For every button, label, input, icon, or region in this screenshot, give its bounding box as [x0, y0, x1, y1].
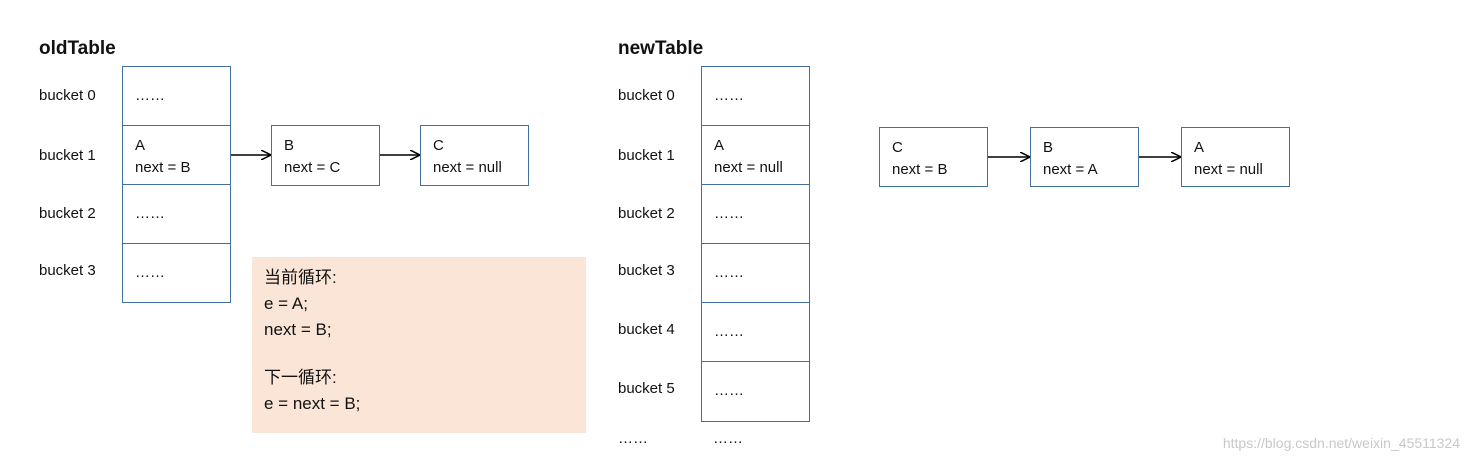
old-bucket-cell-3-text: …… [135, 264, 165, 281]
new-bucket-cell-1-next: next = null [714, 159, 783, 176]
old-chain-node-c: C next = null [420, 125, 529, 186]
new-chain-node-b-key: B [1043, 139, 1054, 156]
new-bucket-cell-1-key: A [714, 137, 725, 154]
old-bucket-cell-1: A next = B [122, 125, 231, 185]
new-bucket-cell-1: A next = null [701, 125, 810, 185]
new-bucket-label-3: bucket 3 [618, 262, 675, 279]
new-bucket-cell-5-text: …… [714, 382, 744, 399]
new-bucket-cell-more: …… [713, 430, 743, 447]
new-bucket-cell-4-text: …… [714, 323, 744, 340]
old-chain-node-c-key: C [433, 137, 444, 154]
note-current-e: e = A; [264, 294, 308, 313]
old-bucket-cell-2-text: …… [135, 205, 165, 222]
new-chain-node-c: C next = B [879, 127, 988, 187]
new-bucket-cell-0-text: …… [714, 87, 744, 104]
new-bucket-label-4: bucket 4 [618, 321, 675, 338]
new-bucket-cell-3: …… [701, 243, 810, 303]
new-bucket-label-more: …… [618, 430, 648, 447]
new-chain-node-a-key: A [1194, 139, 1205, 156]
loop-note: 当前循环: e = A; next = B; 下一循环: e = next = … [252, 257, 586, 433]
old-chain-node-c-next: next = null [433, 159, 502, 176]
old-bucket-label-1: bucket 1 [39, 147, 96, 164]
new-chain-node-c-next: next = B [892, 161, 948, 178]
new-bucket-cell-3-text: …… [714, 264, 744, 281]
old-bucket-cell-3: …… [122, 243, 231, 303]
old-chain-node-b-next: next = C [284, 159, 341, 176]
old-bucket-cell-1-key: A [135, 137, 146, 154]
note-current-next: next = B; [264, 320, 332, 339]
new-bucket-cell-2-text: …… [714, 205, 744, 222]
new-bucket-cell-0: …… [701, 66, 810, 126]
note-current-heading: 当前循环: [264, 268, 337, 287]
new-chain-node-c-key: C [892, 139, 903, 156]
new-bucket-cell-2: …… [701, 184, 810, 244]
old-table-title: oldTable [39, 38, 116, 59]
new-bucket-label-0: bucket 0 [618, 87, 675, 104]
note-next-heading: 下一循环: [264, 368, 337, 387]
new-bucket-label-1: bucket 1 [618, 147, 675, 164]
old-bucket-label-2: bucket 2 [39, 205, 96, 222]
new-chain-node-b: B next = A [1030, 127, 1139, 187]
new-bucket-label-5: bucket 5 [618, 380, 675, 397]
note-next-e: e = next = B; [264, 394, 361, 413]
new-bucket-cell-5: …… [701, 361, 810, 422]
old-chain-node-b-key: B [284, 137, 295, 154]
old-bucket-label-3: bucket 3 [39, 262, 96, 279]
old-bucket-cell-1-next: next = B [135, 159, 191, 176]
old-chain-node-b: B next = C [271, 125, 380, 186]
new-bucket-label-2: bucket 2 [618, 205, 675, 222]
watermark: https://blog.csdn.net/weixin_45511324 [1222, 435, 1460, 451]
new-chain-node-a: A next = null [1181, 127, 1290, 187]
new-chain-node-b-next: next = A [1043, 161, 1098, 178]
old-bucket-label-0: bucket 0 [39, 87, 96, 104]
new-chain-node-a-next: next = null [1194, 161, 1263, 178]
old-bucket-cell-0-text: …… [135, 87, 165, 104]
new-table-title: newTable [618, 38, 704, 59]
